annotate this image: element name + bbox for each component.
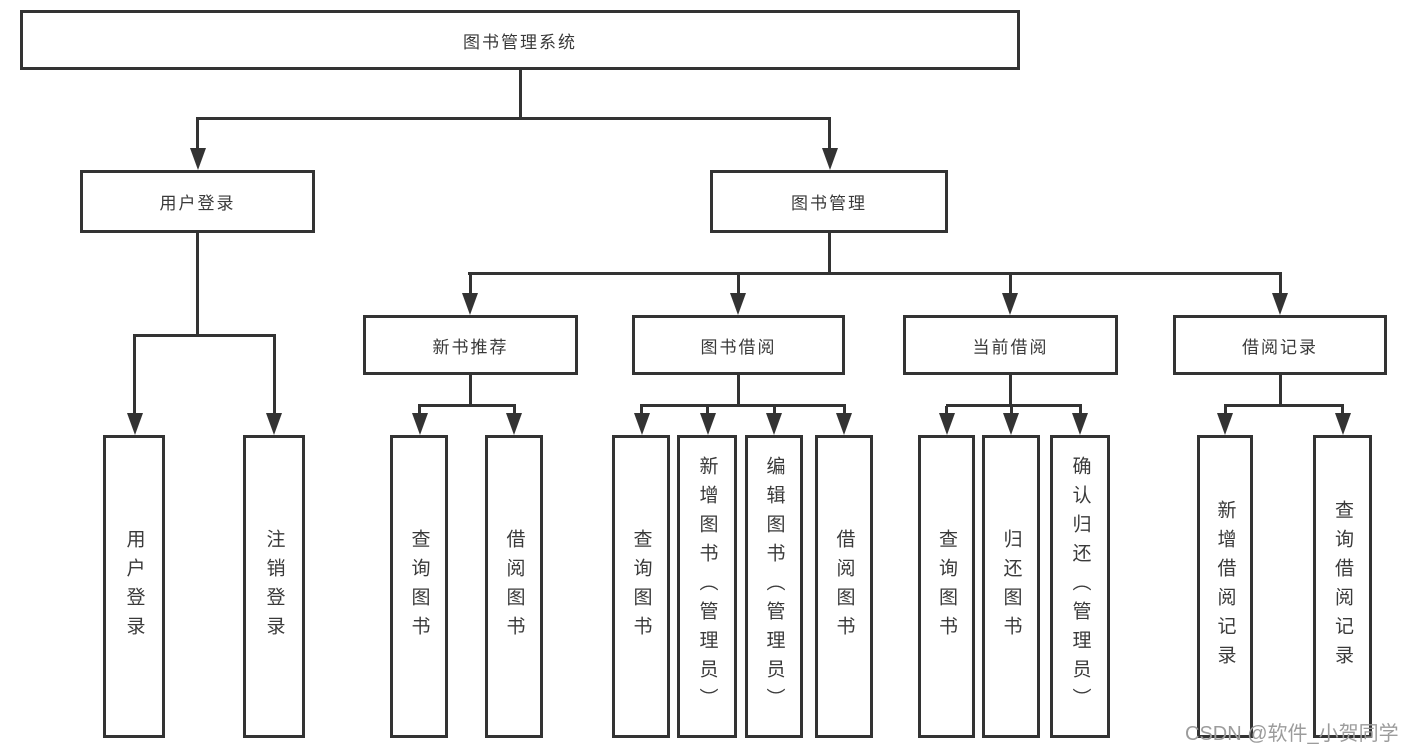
arrowhead-down <box>1217 413 1233 435</box>
arrowhead-down <box>1272 293 1288 315</box>
connector-line <box>1010 406 1013 415</box>
arrowhead-down <box>266 413 282 435</box>
node-current-borrowing: 当前借阅 <box>903 315 1118 375</box>
connector-line <box>828 233 831 274</box>
leaf-edit-books-admin: 编辑图书（管理员） <box>745 435 803 738</box>
arrowhead-down <box>190 148 206 170</box>
leaf-search-books-2: 查询图书 <box>612 435 670 738</box>
arrowhead-down <box>127 413 143 435</box>
connector-line <box>706 406 709 415</box>
connector-line <box>273 336 276 414</box>
node-label: 编辑图书（管理员） <box>763 456 785 717</box>
connector-line <box>640 404 846 407</box>
leaf-logout: 注销登录 <box>243 435 305 738</box>
arrowhead-down <box>1335 413 1351 435</box>
connector-line <box>773 406 776 415</box>
leaf-user-login: 用户登录 <box>103 435 165 738</box>
node-label: 新增图书（管理员） <box>696 456 718 717</box>
connector-line <box>1341 406 1344 415</box>
node-label: 用户登录 <box>159 194 236 213</box>
node-label: 新书推荐 <box>432 337 509 357</box>
leaf-search-books-1: 查询图书 <box>390 435 448 738</box>
node-label: 查询图书 <box>630 528 652 645</box>
arrowhead-down <box>730 293 746 315</box>
arrowhead-down <box>822 148 838 170</box>
leaf-borrow-books-2: 借阅图书 <box>815 435 873 738</box>
node-label: 图书管理 <box>791 194 867 213</box>
node-label: 用户登录 <box>123 528 145 645</box>
connector-line <box>196 119 199 149</box>
leaf-search-books-3: 查询图书 <box>918 435 975 738</box>
node-user-login: 用户登录 <box>80 170 315 233</box>
connector-line <box>828 119 831 149</box>
arrowhead-down <box>836 413 852 435</box>
leaf-return-books: 归还图书 <box>982 435 1040 738</box>
connector-line <box>469 375 472 406</box>
csdn-watermark: CSDN @软件_小贺同学 <box>1185 723 1399 745</box>
connector-line <box>133 336 136 414</box>
node-label: 图书借阅 <box>700 337 777 357</box>
connector-line <box>640 406 643 415</box>
node-label: 查询图书 <box>408 528 430 645</box>
node-label: 借阅图书 <box>503 528 525 645</box>
connector-line <box>1224 404 1344 407</box>
connector-line <box>196 233 199 336</box>
arrowhead-down <box>1003 413 1019 435</box>
node-book-management: 图书管理 <box>710 170 948 233</box>
node-label: 当前借阅 <box>972 337 1049 357</box>
node-label: 查询借阅记录 <box>1332 499 1353 674</box>
arrowhead-down <box>1072 413 1088 435</box>
node-label: 借阅记录 <box>1242 337 1318 357</box>
leaf-add-borrow-record: 新增借阅记录 <box>1197 435 1253 738</box>
connector-line <box>418 404 516 407</box>
node-book-borrowing: 图书借阅 <box>632 315 845 375</box>
connector-line <box>468 272 1282 275</box>
connector-line <box>519 68 522 119</box>
connector-line <box>737 274 740 294</box>
connector-line <box>418 406 421 415</box>
connector-line <box>133 334 276 337</box>
leaf-confirm-return-admin: 确认归还（管理员） <box>1050 435 1110 738</box>
connector-line <box>1279 274 1282 294</box>
node-library-system: 图书管理系统 <box>20 10 1020 70</box>
arrowhead-down <box>700 413 716 435</box>
leaf-borrow-books-1: 借阅图书 <box>485 435 543 738</box>
node-label: 注销登录 <box>263 528 285 645</box>
node-label: 借阅图书 <box>833 528 855 645</box>
node-label: 归还图书 <box>1000 528 1022 645</box>
connector-line <box>843 406 846 415</box>
leaf-search-borrow-record: 查询借阅记录 <box>1313 435 1372 738</box>
arrowhead-down <box>412 413 428 435</box>
connector-line <box>513 406 516 415</box>
arrowhead-down <box>634 413 650 435</box>
connector-line <box>1224 406 1227 415</box>
node-borrowing-records: 借阅记录 <box>1173 315 1387 375</box>
node-label: 新增借阅记录 <box>1214 499 1236 674</box>
leaf-add-books-admin: 新增图书（管理员） <box>677 435 737 738</box>
connector-line <box>469 274 472 294</box>
connector-line <box>737 375 740 406</box>
node-label: 确认归还（管理员） <box>1069 456 1091 717</box>
node-label: 图书管理系统 <box>463 32 577 52</box>
connector-line <box>946 404 1082 407</box>
connector-line <box>1009 274 1012 294</box>
connector-line <box>945 406 948 415</box>
arrowhead-down <box>1002 293 1018 315</box>
connector-line <box>1079 406 1082 415</box>
arrowhead-down <box>939 413 955 435</box>
arrowhead-down <box>462 293 478 315</box>
arrowhead-down <box>766 413 782 435</box>
node-new-book-recommend: 新书推荐 <box>363 315 578 375</box>
arrowhead-down <box>506 413 522 435</box>
connector-line <box>1009 375 1012 406</box>
node-label: 查询图书 <box>936 528 957 645</box>
connector-line <box>1279 375 1282 406</box>
connector-line <box>196 117 831 120</box>
